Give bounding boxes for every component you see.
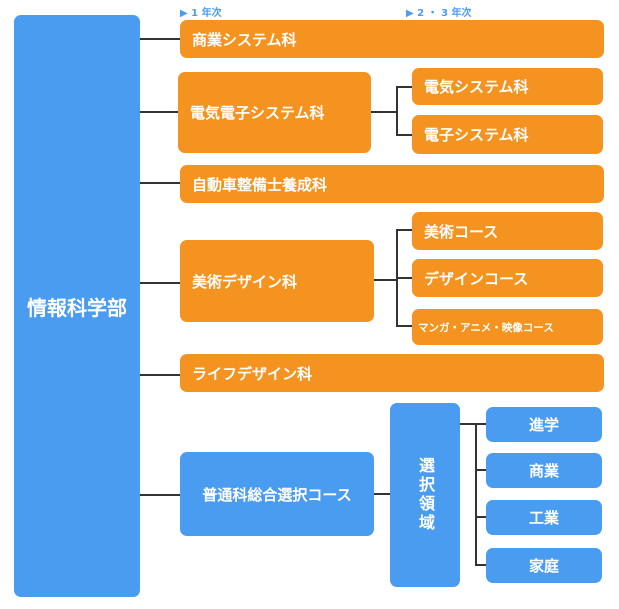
course-art: 美術コース [412,212,603,250]
course-manga-anime-video-label: マンガ・アニメ・映像コース [418,321,554,334]
course-general-label: 普通科総合選択コース [202,485,352,504]
root-faculty: 情報科学部 [14,15,140,597]
header-year1: ▶ 1 年次 [180,8,222,19]
course-general: 普通科総合選択コース [180,452,374,536]
course-art-design: 美術デザイン科 [180,240,374,322]
course-life-design-label: ライフデザイン科 [192,364,313,383]
area-industry: 工業 [486,500,602,535]
area-commerce: 商業 [486,453,602,488]
course-art-label: 美術コース [424,222,499,241]
area-home-economics-label: 家庭 [528,557,559,575]
header-year23: ▶ 2 ・ 3 年次 [406,8,472,19]
course-commercial: 商業システム科 [180,20,604,58]
course-electrical: 電気電子システム科 [178,72,371,153]
general-selection-area-label: 選択領域 [416,457,435,533]
course-design-label: デザインコース [424,269,529,288]
area-advancement: 進学 [486,407,602,442]
area-home-economics: 家庭 [486,548,602,583]
area-industry-label: 工業 [528,509,559,527]
course-automotive-label: 自動車整備士養成科 [192,175,328,194]
course-electronic-system-label: 電子システム科 [424,126,529,144]
course-electrical-label: 電気電子システム科 [190,104,325,122]
course-electronic-system: 電子システム科 [412,115,603,154]
course-manga-anime-video: マンガ・アニメ・映像コース [412,309,603,345]
root-faculty-label: 情報科学部 [27,295,127,320]
course-design: デザインコース [412,259,603,297]
course-electrical-system: 電気システム科 [412,68,603,105]
course-art-design-label: 美術デザイン科 [192,272,298,291]
course-automotive: 自動車整備士養成科 [180,165,604,203]
course-commercial-label: 商業システム科 [192,30,297,49]
course-electrical-system-label: 電気システム科 [424,78,529,96]
area-advancement-label: 進学 [528,416,559,434]
general-selection-area: 選択領域 [390,403,460,587]
area-commerce-label: 商業 [528,462,559,480]
course-life-design: ライフデザイン科 [180,354,604,392]
